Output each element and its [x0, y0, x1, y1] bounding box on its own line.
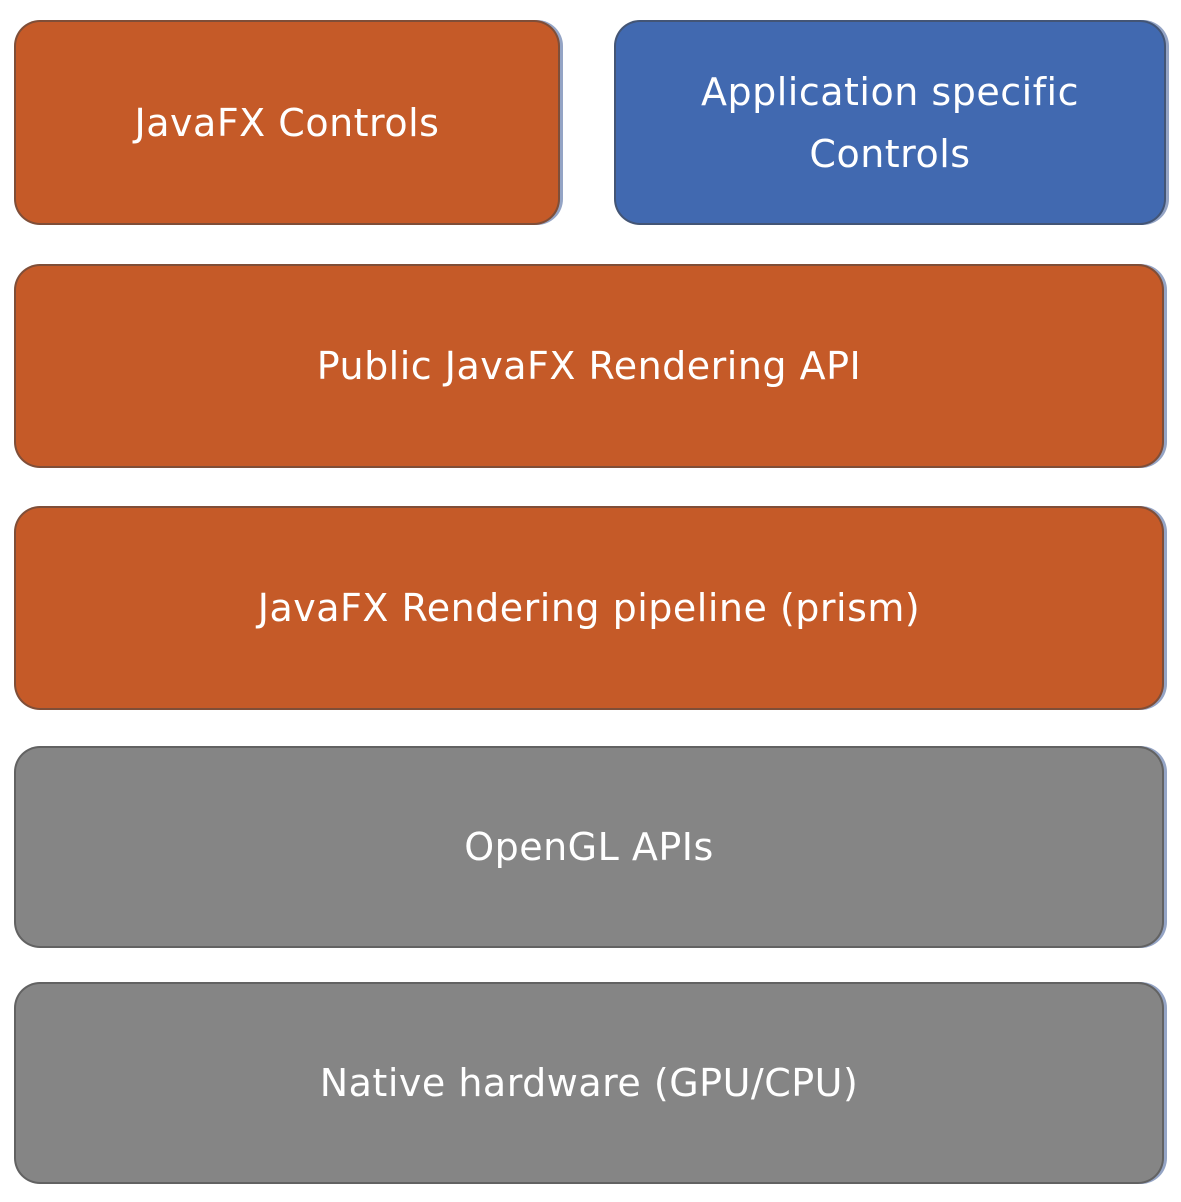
native-hardware-label: Native hardware (GPU/CPU): [319, 1061, 859, 1105]
public-rendering-api-label: Public JavaFX Rendering API: [316, 344, 862, 388]
application-specific-controls-box: Application specific Controls: [614, 20, 1166, 225]
native-hardware-box: Native hardware (GPU/CPU): [14, 982, 1164, 1184]
rendering-pipeline-box: JavaFX Rendering pipeline (prism): [14, 506, 1164, 710]
opengl-apis-box: OpenGL APIs: [14, 746, 1164, 948]
rendering-pipeline-label: JavaFX Rendering pipeline (prism): [257, 586, 921, 630]
public-rendering-api-box: Public JavaFX Rendering API: [14, 264, 1164, 468]
application-specific-controls-label: Application specific Controls: [701, 69, 1079, 176]
opengl-apis-label: OpenGL APIs: [464, 825, 714, 869]
javafx-controls-label: JavaFX Controls: [134, 100, 440, 145]
javafx-controls-box: JavaFX Controls: [14, 20, 560, 225]
